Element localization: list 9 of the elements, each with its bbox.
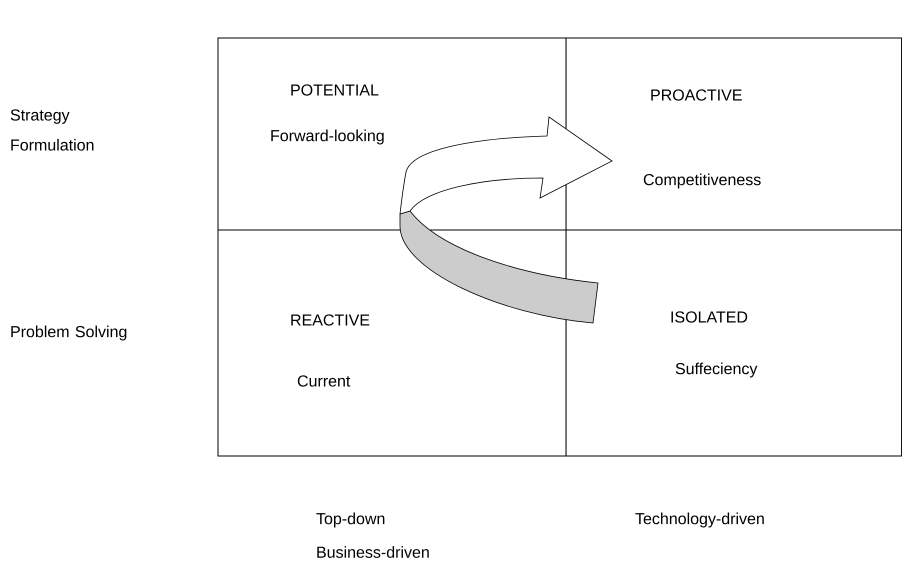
quadrant-box: POTENTIAL Forward-looking (218, 38, 566, 230)
side-label: Strategy Formulation (10, 109, 94, 151)
side-label: Problem Solving (11, 326, 126, 340)
quadrant-box: PROACTIVE Competitiveness (566, 38, 902, 230)
axis-label: Technology-driven (635, 512, 764, 528)
quadrant-box: REACTIVE Current (218, 230, 566, 456)
quadrant-box: ISOLATED Suffeciency (566, 230, 902, 456)
axis-label: Business-driven (317, 546, 429, 558)
axis-label: Top-down (316, 512, 384, 528)
